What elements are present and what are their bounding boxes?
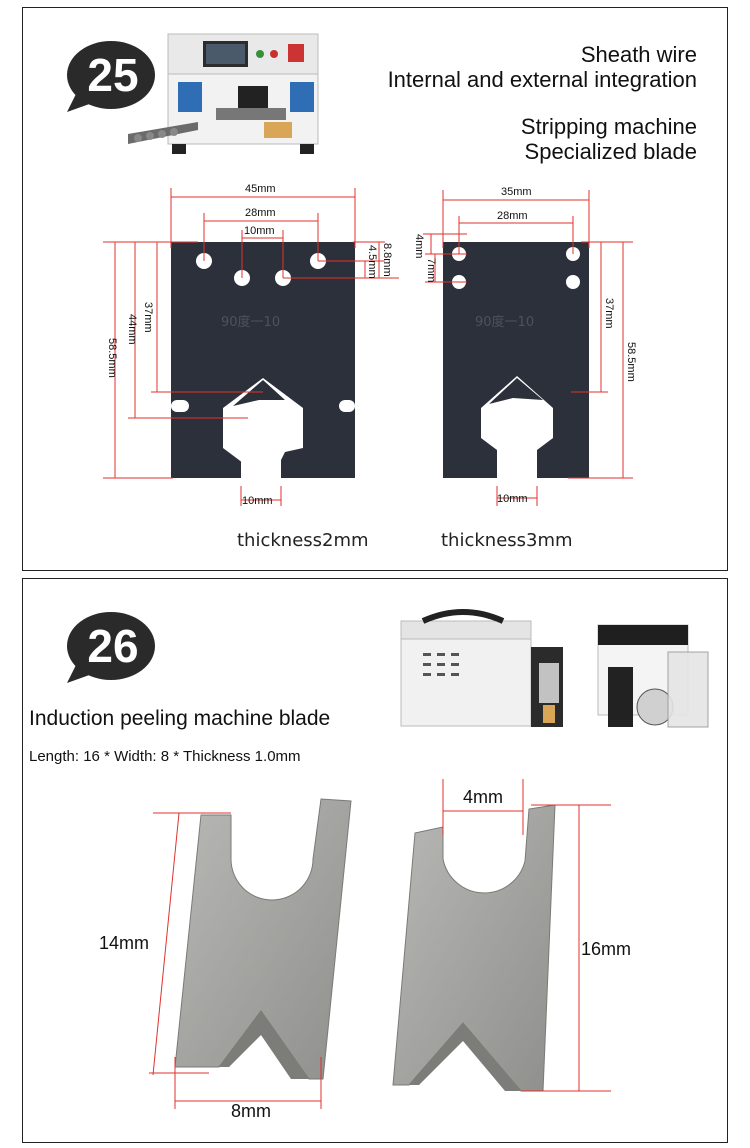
headline-sheath-wire: Sheath wire Internal and external integr… — [388, 42, 697, 92]
blade-2mm-diagram: 45mm 28mm 10mm 10mm 58.5mm 44mm 37mm 8.8… — [103, 183, 399, 507]
dim-37mm-right: 37mm — [603, 298, 615, 329]
blade-2mm-body — [171, 242, 355, 478]
steel-blade-left — [174, 798, 352, 1080]
thickness-3mm-label: thickness3mm — [441, 530, 573, 551]
dim-28mm-right: 28mm — [497, 210, 528, 222]
induction-spec: Length: 16 * Width: 8 * Thickness 1.0mm — [29, 748, 301, 765]
dim-35mm: 35mm — [501, 186, 532, 198]
badge-26-number: 26 — [87, 620, 139, 672]
dim-44mm: 44mm — [126, 314, 138, 345]
badge-25-icon — [67, 41, 155, 112]
dim-58-5mm: 58.5mm — [106, 338, 118, 378]
dim-7mm: 7mm — [425, 258, 437, 282]
panel-sheath-wire-blade: 25 Sheath wire Internal and external int… — [22, 7, 728, 571]
blade-3mm-engraving: 90度一10 — [475, 314, 534, 330]
subline-stripping-machine: Stripping machine Specialized blade — [521, 114, 697, 164]
headline-line-1: Sheath wire — [580, 42, 697, 67]
badge-25-number: 25 — [87, 49, 139, 101]
dim-10mm-top: 10mm — [244, 225, 275, 237]
dim-14mm: 14mm — [99, 933, 149, 953]
blade-2mm-engraving: 90度一10 — [221, 314, 280, 330]
blade-3mm-diagram: 35mm 28mm 10mm 4mm 7mm 37mm 58.5mm 90度一1… — [413, 186, 637, 506]
dim-58-5mm-right: 58.5mm — [625, 342, 637, 382]
dim-10mm-bottom: 10mm — [242, 495, 273, 507]
dim-45mm: 45mm — [245, 183, 276, 195]
dim-4-5mm: 4.5mm — [366, 245, 378, 279]
dim-8mm: 8mm — [231, 1101, 271, 1121]
subline-line-1: Stripping machine — [520, 114, 697, 139]
dim-28mm: 28mm — [245, 207, 276, 219]
dim-4mm-26: 4mm — [463, 787, 503, 807]
steel-blade-right — [392, 804, 556, 1092]
thickness-2mm-label: thickness2mm — [237, 530, 369, 551]
subline-line-2: Specialized blade — [524, 139, 697, 164]
stripping-machine-image — [128, 33, 319, 154]
headline-line-2: Internal and external integration — [387, 67, 697, 92]
induction-blade-diagram: 14mm 8mm 4mm 16mm — [99, 779, 631, 1121]
dim-10mm-right: 10mm — [497, 493, 528, 505]
induction-title: Induction peeling machine blade — [29, 707, 331, 730]
badge-26-icon — [67, 612, 155, 683]
dim-4mm: 4mm — [413, 234, 425, 258]
induction-machines-image — [400, 609, 709, 728]
dim-16mm: 16mm — [581, 939, 631, 959]
panel-induction-peeling-blade: 26 Induction peeling machine blade Lengt… — [22, 578, 728, 1143]
dim-37mm: 37mm — [142, 302, 154, 333]
dim-8-8mm: 8.8mm — [381, 243, 393, 277]
